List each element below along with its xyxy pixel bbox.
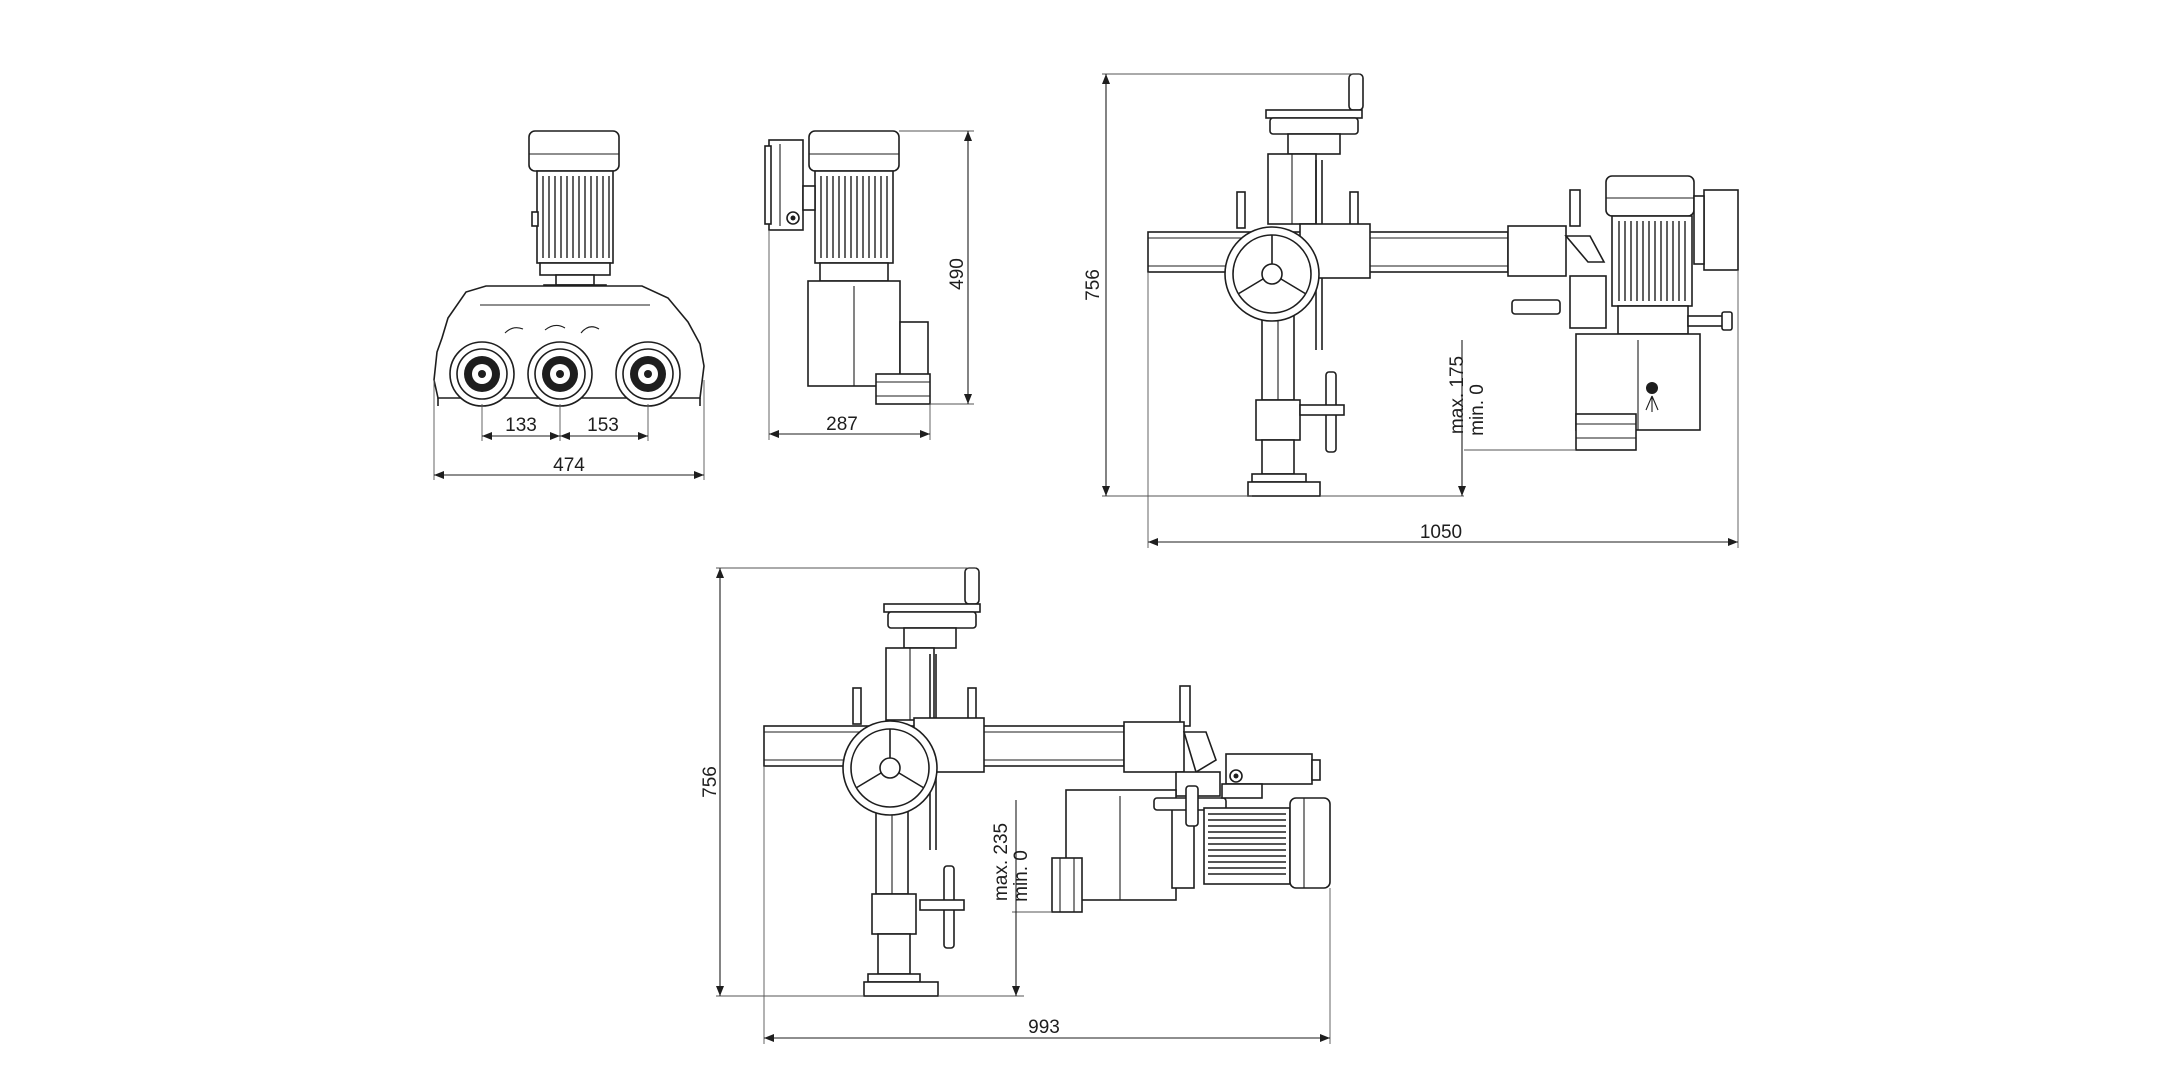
front-view-dimensions [433,380,705,480]
dim-right-overall-length: 1050 [1420,522,1462,543]
dim-front-overall-width: 474 [553,455,585,476]
elevation-bottom-dimensions [716,567,1331,1044]
dim-right-travel-min: min. 0 [1467,384,1488,436]
dim-bottom-travel-min: min. 0 [1011,850,1032,902]
side-view [764,130,931,405]
side-view-dimensions [768,130,974,440]
dim-roller-spacing-left: 133 [505,415,537,436]
dim-side-depth: 287 [826,414,858,435]
elevation-right-dimensions [1102,73,1739,548]
dim-roller-spacing-right: 153 [587,415,619,436]
dim-bottom-travel-max: max. 235 [991,823,1012,901]
dim-right-overall-height: 756 [1083,269,1104,301]
elevation-bottom [763,567,1331,997]
dim-right-travel-max: max. 175 [1447,356,1468,434]
front-view [433,130,705,407]
elevation-right [1147,73,1739,497]
dim-bottom-overall-length: 993 [1028,1017,1060,1038]
dim-bottom-overall-height: 756 [700,766,721,798]
dim-side-height: 490 [947,258,968,290]
